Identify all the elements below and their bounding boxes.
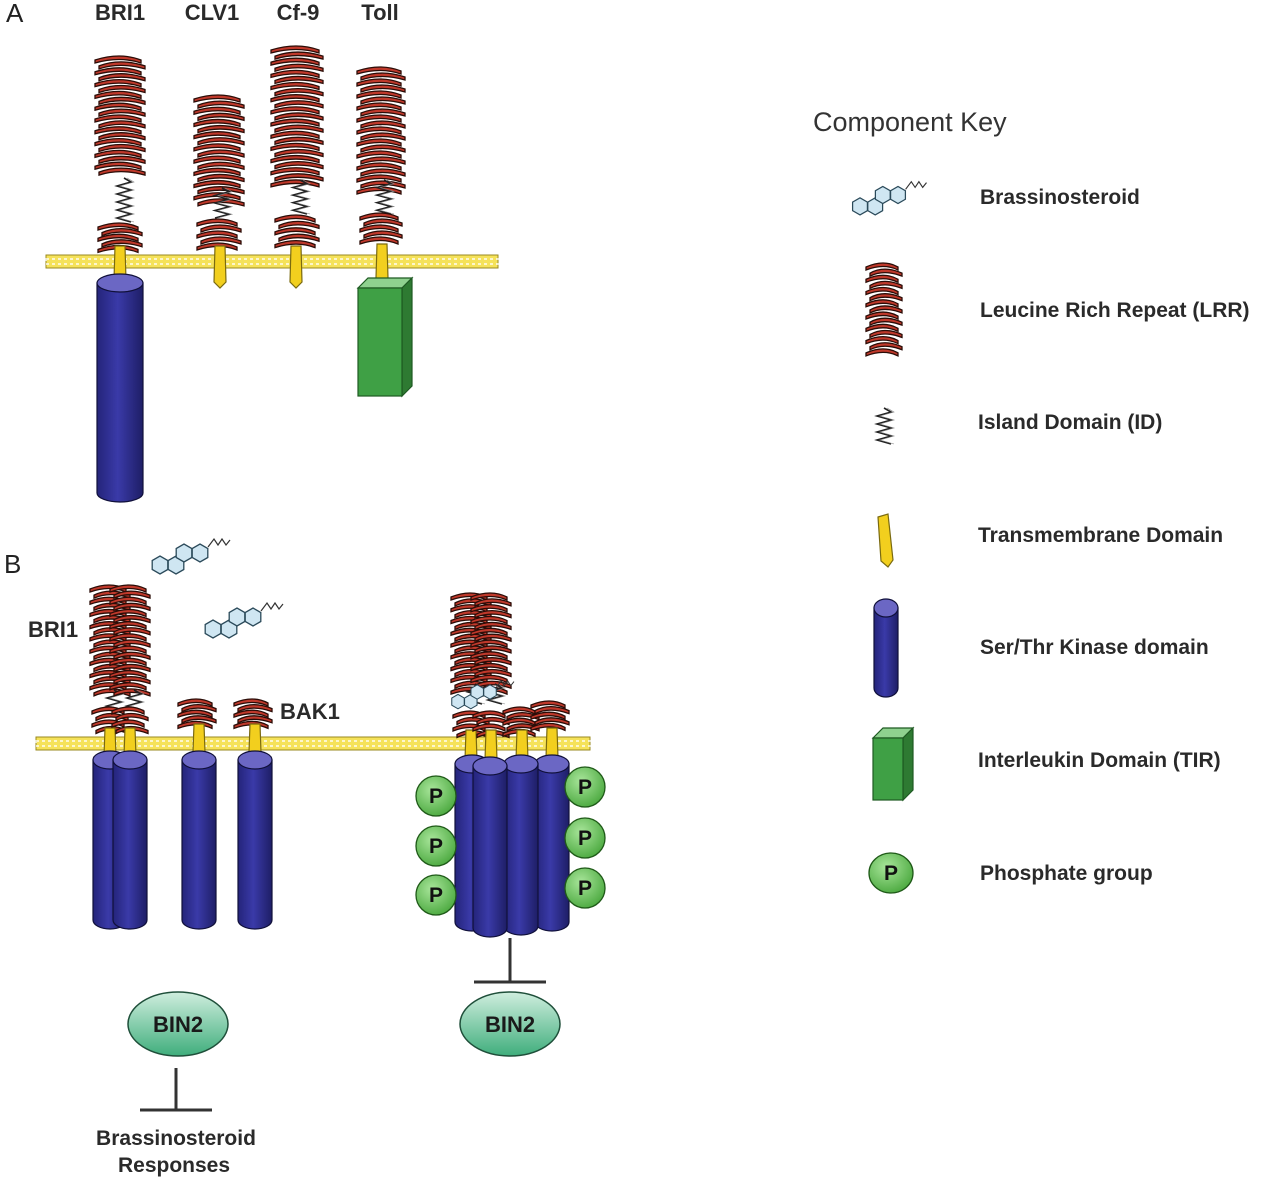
key-label-tir: Interleukin Domain (TIR) [978,749,1221,772]
cf9-lrr-extracellular [270,45,324,188]
label-bri1-b: BRI1 [28,617,78,642]
bak1-b2-kinase [237,750,273,930]
panel-b-receptors: P P P P P P [89,537,606,938]
panel-a-letter: A [6,0,24,28]
key-label-island: Island Domain (ID) [978,411,1162,434]
kinase-icon [873,598,899,698]
svg-text:P: P [429,835,443,858]
tir-icon [871,726,915,802]
brassinosteroid-bound [451,679,515,710]
lrr-icon [865,262,903,357]
clv1-island-domain [211,187,234,219]
cf9-transmembrane [289,245,303,289]
bri1-kinase-domain [96,273,144,503]
phosphate-right-3: P [564,867,606,909]
key-icons: P [851,180,927,894]
active-bri1-2-lrr [470,592,512,696]
bak1-b1-kinase [181,750,217,930]
bin2-left [127,991,229,1057]
key-label-transmembrane: Transmembrane Domain [978,524,1223,547]
key-label-phosphate: Phosphate group [980,862,1153,885]
active-kinase-3 [503,754,539,936]
active-bri1-2-lrr-jm [472,710,510,739]
bri1-b2-lrr [109,584,151,697]
bri1-b2-lrr-jm [111,706,149,735]
label-cf9: Cf-9 [277,0,320,25]
key-title: Component Key [813,107,1007,137]
bri1-b2-kinase [112,750,148,930]
svg-text:P: P [429,884,443,907]
bri1-lrr-extracellular [94,55,146,177]
phosphate-right-2: P [564,817,606,859]
panel-a-receptors [94,45,414,503]
label-clv1: CLV1 [185,0,240,25]
svg-text:P: P [429,785,443,808]
toll-island-domain [373,179,396,215]
bin2-right [459,991,561,1057]
key-label-brassinosteroid: Brassinosteroid [980,186,1140,209]
panel-b-letter: B [4,549,21,579]
phosphate-icon: P [868,852,914,894]
responses-line2: Responses [118,1154,230,1177]
toll-lrr-juxtamembrane [359,212,403,245]
bin2-left-label: BIN2 [153,1012,203,1037]
svg-text:P: P [578,877,592,900]
responses-line1: Brassinosteroid [96,1127,256,1150]
phosphate-left-3: P [415,874,457,916]
membrane-b [35,736,591,751]
label-bri1: BRI1 [95,0,145,25]
active-kinase-2 [472,756,508,938]
label-toll: Toll [361,0,398,25]
brassinosteroid-free-1 [151,537,231,575]
bak1-b1-lrr [177,698,217,730]
clv1-transmembrane [213,245,227,289]
active-bak1-2-lrr [530,700,570,732]
membrane-a [45,254,499,269]
clv1-lrr-extracellular [193,94,245,207]
bri1-lrr-juxtamembrane [97,222,143,254]
clv1-lrr-juxtamembrane [196,218,242,251]
svg-text:P: P [578,776,592,799]
svg-text:P: P [884,862,898,885]
key-label-lrr: Leucine Rich Repeat (LRR) [980,299,1250,322]
cf9-lrr-juxtamembrane [274,214,320,249]
brassinosteroid-free-2 [204,601,284,639]
phosphate-right-1: P [564,766,606,808]
label-bak1: BAK1 [280,699,340,724]
island-domain-icon [874,407,896,445]
toll-lrr-extracellular [356,66,406,195]
cf9-island-domain [289,179,312,215]
active-kinase-4 [534,754,570,932]
phosphate-left-2: P [415,825,457,867]
svg-text:P: P [578,827,592,850]
brassinosteroid-icon [851,180,927,216]
key-label-kinase: Ser/Thr Kinase domain [980,636,1209,659]
bin2-right-label: BIN2 [485,1012,535,1037]
bri1-island-domain [114,177,136,223]
transmembrane-icon [877,513,894,568]
toll-tir-domain [356,276,414,398]
phosphate-left-1: P [415,775,457,817]
bak1-b2-lrr [233,698,273,730]
